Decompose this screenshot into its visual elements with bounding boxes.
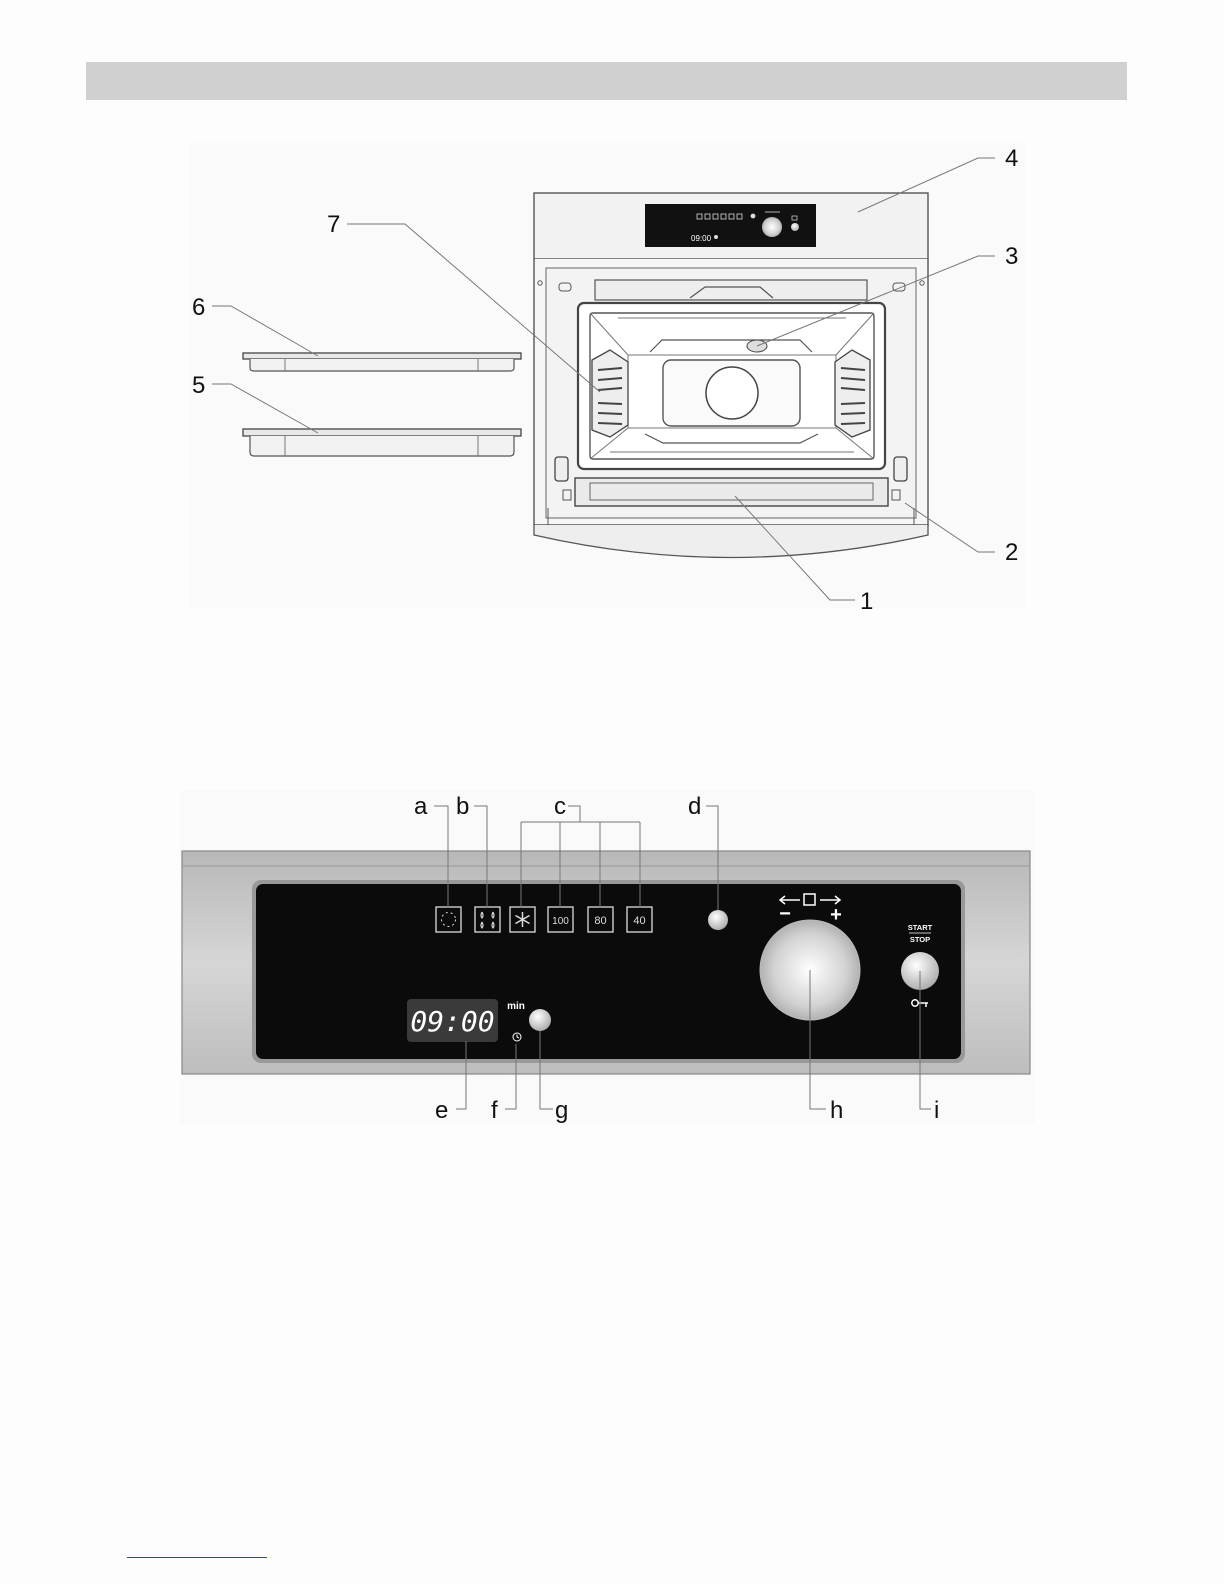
left-side-rack — [592, 350, 628, 437]
callout-1: 1 — [860, 588, 873, 615]
callout-i: i — [934, 1097, 939, 1124]
indicator-light — [708, 910, 728, 930]
callout-h: h — [830, 1097, 843, 1124]
callout-d: d — [688, 793, 701, 820]
start-label: START — [908, 923, 933, 932]
min-label: min — [507, 1001, 525, 1012]
display-time: 09:00 — [410, 1005, 494, 1038]
steam-80-label: 80 — [594, 915, 606, 927]
callout-e: e — [435, 1097, 448, 1124]
plus-label: + — [830, 904, 842, 926]
callout-c: c — [554, 793, 566, 820]
oven-figure: 09:00 — [190, 143, 1025, 615]
callout-3: 3 — [1005, 243, 1018, 270]
footer-link-underline — [127, 1557, 267, 1558]
control-panel-figure: 100 80 40 − + START STOP — [180, 790, 1035, 1125]
callout-7: 7 — [327, 211, 340, 238]
water-tank — [575, 478, 888, 506]
mini-display-time: 09:00 — [691, 234, 712, 243]
callout-5: 5 — [192, 372, 205, 399]
oven-mini-control-panel — [645, 204, 816, 247]
mini-selector-knob — [762, 217, 782, 237]
steam-40-label: 40 — [633, 915, 645, 927]
right-side-rack — [835, 350, 870, 437]
callout-f: f — [491, 1097, 498, 1124]
callout-g: g — [555, 1097, 568, 1124]
callout-a: a — [414, 793, 428, 820]
callout-2: 2 — [1005, 539, 1018, 566]
tray-5 — [243, 429, 521, 456]
minus-label: − — [779, 903, 791, 925]
tray-6 — [243, 353, 521, 371]
callout-b: b — [456, 793, 469, 820]
steam-100-label: 100 — [552, 916, 569, 927]
callout-6: 6 — [192, 294, 205, 321]
callout-4: 4 — [1005, 145, 1018, 172]
timer-button[interactable] — [529, 1009, 551, 1031]
stop-label: STOP — [910, 935, 930, 944]
